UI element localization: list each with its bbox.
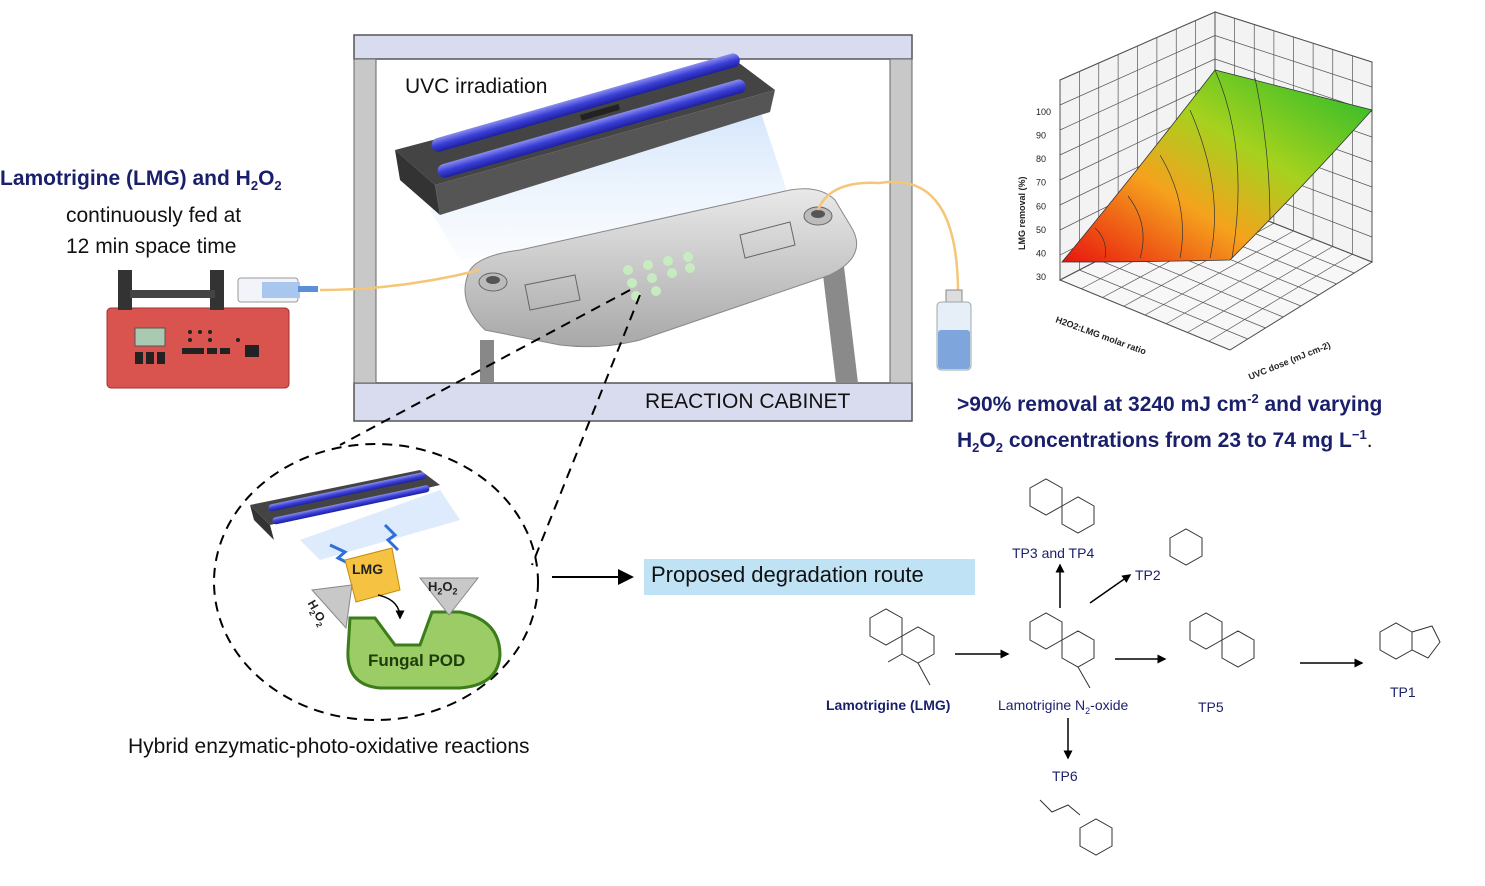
collection-bottle-icon [936, 289, 972, 371]
removal-surface [1061, 69, 1373, 263]
uv-light-beam [430, 110, 790, 260]
z-tick-label: 60 [1036, 201, 1046, 211]
feed-title: Lamotrigine (LMG) and H2O2 [0, 167, 282, 194]
pathway-arrows [955, 563, 1364, 760]
result-line-1: >90% removal at 3240 mJ cm-2 and varying [957, 391, 1383, 416]
uvc-label: UVC irradiation [405, 75, 548, 98]
uvc-lamp-icon [395, 53, 775, 215]
cabinet-label: REACTION CABINET [645, 390, 851, 413]
photoreactor-icon [464, 188, 858, 348]
z-tick-label: 70 [1036, 178, 1046, 188]
tp6-structure [1039, 799, 1113, 856]
tp3-tp4-structure [1029, 478, 1095, 534]
reaction-cabinet [319, 34, 960, 422]
plot-x-label: H2O2:LMG molar ratio [1054, 314, 1148, 356]
lmg-label: Lamotrigine (LMG) [826, 697, 951, 713]
lmg-structure [869, 608, 935, 686]
tp6-label: TP6 [1052, 768, 1078, 784]
lmg-substrate-icon [344, 547, 401, 603]
chemical-structures [869, 478, 1441, 856]
fungal-pod-enzyme-icon [346, 610, 502, 690]
n2oxide-structure [1029, 612, 1095, 689]
tp2-label: TP2 [1135, 567, 1161, 583]
z-tick-label: 50 [1036, 225, 1046, 235]
substrate-arrow [377, 594, 405, 620]
syringe-pump-icon [106, 270, 318, 389]
z-tick-label: 90 [1036, 131, 1046, 141]
tp1-label: TP1 [1390, 684, 1416, 700]
h2o2-left-icon [310, 584, 353, 630]
plot-z-label: LMG removal (%) [1017, 176, 1027, 250]
grid-line [1208, 253, 1353, 342]
plot-y-label: UVC dose (mJ cm-2) [1247, 340, 1332, 382]
tp1-structure [1379, 622, 1441, 660]
inlet-tubing [319, 268, 481, 292]
grid-line [1229, 261, 1373, 351]
outlet-tubing [816, 180, 960, 301]
zoom-caption: Hybrid enzymatic-photo-oxidative reactio… [128, 735, 530, 758]
tp2-structure [1169, 528, 1203, 566]
feed-line-1: continuously fed at [66, 204, 242, 227]
z-tick-label: 40 [1036, 248, 1046, 258]
zoom-h2o2-right-label: H2O2 [428, 579, 458, 597]
response-surface-plot: 100 90 80 70 60 50 40 30 LMG removal (%) H2O2:L… [1017, 11, 1374, 382]
z-tick-label: 80 [1036, 154, 1046, 164]
fungal-pod-label: Fungal POD [368, 651, 466, 670]
z-tick-label: 30 [1036, 272, 1046, 282]
tp3-tp4-label: TP3 and TP4 [1012, 545, 1095, 561]
zoom-lmg-label: LMG [352, 561, 384, 577]
n2oxide-label: Lamotrigine N2-oxide [998, 697, 1129, 716]
grid-line [1187, 246, 1333, 333]
h2o2-right-icon [418, 577, 480, 616]
grid-line [1166, 238, 1314, 325]
z-tick-label: 100 [1036, 107, 1051, 117]
feed-line-2: 12 min space time [66, 235, 237, 258]
zoom-callout [213, 289, 641, 721]
route-label: Proposed degradation route [644, 559, 975, 595]
tp5-structure [1189, 612, 1255, 668]
grid-line [1144, 230, 1294, 316]
tp5-label: TP5 [1198, 699, 1224, 715]
zoom-lamp-icon [250, 470, 460, 567]
result-line-2: H2O2 concentrations from 23 to 74 mg L−1… [957, 427, 1373, 456]
